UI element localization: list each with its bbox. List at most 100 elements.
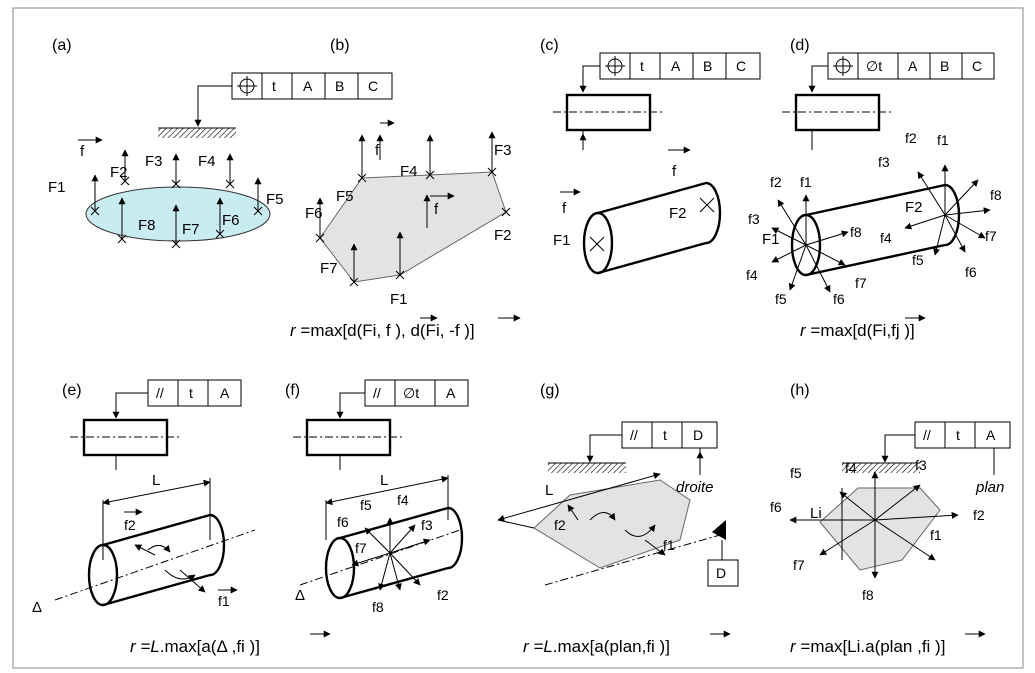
point-f1: F1 [48, 179, 66, 196]
vec-f8: f8 [850, 224, 862, 240]
fcf-tolerance: t [663, 427, 667, 443]
point-f4: F4 [400, 163, 418, 180]
vec-f1: f1 [663, 537, 675, 553]
point-f3: F3 [494, 142, 512, 159]
vec-f3: f3 [421, 517, 433, 533]
fcf-parallel-symbol: // [923, 427, 931, 443]
point-f2: F2 [905, 199, 923, 216]
vec-f3-b: f3 [878, 154, 890, 170]
point-f6: F6 [305, 205, 323, 222]
vec-f4-b: f4 [880, 230, 892, 246]
vec-f5-b: f5 [912, 252, 924, 268]
formula-g: r =L.max[a(plan,fi )] [523, 637, 670, 656]
point-f4: F4 [198, 153, 216, 170]
vector-f-label: f [562, 200, 567, 217]
panel-g-label: (g) [540, 382, 560, 399]
vec-f7: f7 [855, 275, 867, 291]
vec-f1: f1 [800, 174, 812, 190]
feature-control-frame-c: t A B C [599, 52, 761, 80]
fcf-datum: D [693, 427, 703, 443]
panel-b-label: (b) [330, 37, 350, 54]
datum-box [707, 559, 739, 587]
fcf-datum-c: C [736, 58, 746, 74]
panel-f-label: (f) [285, 382, 300, 399]
plan-note: plan [975, 479, 1004, 496]
point-f6: F6 [222, 212, 240, 229]
fcf-parallel-symbol: // [630, 427, 638, 443]
panel-b: (b) f f F1 F2 F3 F4 F5 F6 F7 [305, 37, 512, 308]
feature-control-frame-h: // t A [914, 421, 1011, 449]
vec-f2: f2 [973, 507, 985, 523]
panel-a-label: (a) [52, 37, 72, 54]
formula-e: r =L.max[a(Δ ,fi )] [130, 637, 260, 656]
axis-delta [54, 529, 256, 601]
panel-h-label: (h) [790, 382, 810, 399]
vec-f8-b: f8 [990, 187, 1002, 203]
surface-hatch [158, 128, 236, 138]
fcf-tolerance: t [956, 427, 960, 443]
fcf-datum-a: A [908, 58, 918, 74]
vec-f7: f7 [793, 557, 805, 573]
planar-surface [85, 186, 271, 242]
feature-control-frame-d: ∅t A B C [827, 52, 995, 80]
point-f7: F7 [320, 260, 338, 277]
fcf-datum-c: C [368, 78, 378, 94]
panel-c-label: (c) [540, 37, 559, 54]
vec-f2: f2 [124, 517, 136, 533]
vector-f-label: f [375, 142, 380, 159]
datum-d-label: D [716, 565, 726, 581]
panel-e-label: (e) [62, 382, 82, 399]
vec-f6-b: f6 [965, 264, 977, 280]
point-f2: F2 [110, 164, 128, 181]
length-l: L [380, 472, 388, 489]
fcf-parallel-symbol: // [373, 385, 381, 401]
point-f1: F1 [553, 232, 571, 249]
vector-f-label-2: f [434, 201, 439, 218]
vec-f6: f6 [337, 514, 349, 530]
fcf-tolerance: ∅t [866, 58, 882, 74]
vec-f2: f2 [770, 174, 782, 190]
vec-f8: f8 [372, 599, 384, 615]
formula-d: r =max[d(Fi,fj )] [800, 321, 915, 340]
vec-f6: f6 [833, 291, 845, 307]
length-l: L [545, 482, 553, 499]
vec-f4: f4 [397, 492, 409, 508]
fcf-datum: A [220, 385, 230, 401]
vec-f7: f7 [355, 540, 367, 556]
point-f7: F7 [182, 221, 200, 238]
vec-f3: f3 [915, 457, 927, 473]
axis-delta [299, 529, 461, 586]
vec-f2: f2 [554, 517, 566, 533]
polygon-surface [319, 171, 507, 283]
fcf-tolerance: t [189, 385, 193, 401]
fcf-tolerance: t [272, 78, 276, 94]
vec-f1: f1 [218, 593, 230, 609]
point-f2: F2 [494, 227, 512, 244]
point-f1: F1 [390, 291, 408, 308]
vec-f3: f3 [748, 211, 760, 227]
delta-label: Δ [295, 587, 305, 604]
delta-label: Δ [32, 599, 42, 616]
panel-h: (h) // t A plan Li f1 f2 f3 f [770, 382, 1011, 603]
feature-control-frame-f: // ∅t A [364, 379, 469, 407]
fcf-tolerance: t [640, 58, 644, 74]
panel-d: (d) ∅t A B C [746, 37, 1002, 307]
formula-h: r =max[Li.a(plan ,fi )] [790, 637, 945, 656]
vector-f-label-2: f [672, 163, 677, 180]
panel-a: (a) t A B C [48, 37, 393, 249]
feature-control-frame-g: // t D [621, 421, 718, 449]
fcf-datum-c: C [972, 58, 982, 74]
figure-frame [12, 7, 1024, 669]
panel-e: (e) // t A L f2 f1 Δ [32, 379, 256, 616]
vec-f5: f5 [775, 291, 787, 307]
point-f1: F1 [762, 231, 780, 248]
point-f2: F2 [669, 205, 687, 222]
length-l: L [152, 472, 160, 489]
point-f3: F3 [145, 153, 163, 170]
vec-f2-b: f2 [905, 130, 917, 146]
datum-triangle [712, 520, 726, 540]
fcf-parallel-symbol: // [156, 385, 164, 401]
vec-f1: f1 [930, 527, 942, 543]
vector-f-label: f [80, 143, 85, 160]
